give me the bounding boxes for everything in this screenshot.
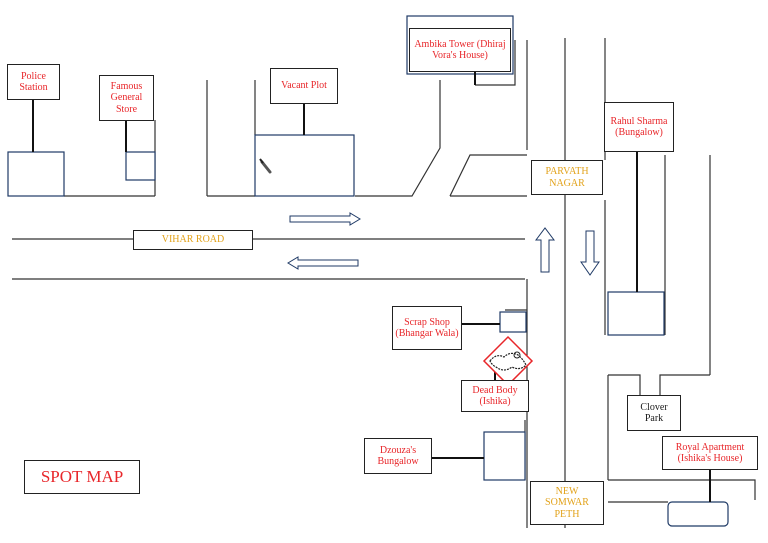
dead-body-icon [482, 335, 534, 387]
new-somwar-peth-label: NEW SOMWAR PETH [530, 481, 604, 525]
arrow-icon-south [580, 230, 600, 276]
scrap-shop-label: Scrap Shop (Bhangar Wala) [392, 306, 462, 350]
clover-park-label: Clover Park [627, 395, 681, 431]
vacant-plot-label: Vacant Plot [270, 68, 338, 104]
vihar-road-label: VIHAR ROAD [133, 230, 253, 250]
traffic-arrows [287, 212, 600, 276]
tower-compound [475, 40, 516, 86]
bottom-lane [608, 479, 756, 500]
famous-store-label: Famous General Store [99, 75, 154, 121]
rahul-sharma-label: Rahul Sharma (Bungalow) [604, 102, 674, 152]
police-station-label: Police Station [7, 64, 60, 100]
dzouza-bungalow-building [483, 431, 526, 481]
parvath-block-slant [449, 154, 527, 197]
spot-map-title: SPOT MAP [24, 460, 140, 494]
tower-lane [355, 80, 441, 197]
royal-apartment-building [667, 501, 729, 527]
dzouza-bungalow-label: Dzouza's Bungalow [364, 438, 432, 474]
dead-body-label: Dead Body (Ishika) [461, 380, 529, 412]
store-building [125, 151, 156, 181]
vacant-plot-area [254, 134, 355, 197]
connectors [32, 72, 711, 502]
scrap-shop-building [499, 311, 527, 333]
arrow-icon-east [289, 212, 361, 226]
arrow-icon-west [287, 256, 359, 270]
rahul-bungalow-building [607, 291, 665, 336]
arrow-icon-north [535, 227, 555, 273]
roads [12, 38, 756, 528]
police-station-building [7, 151, 65, 197]
lane-corner [659, 374, 710, 395]
lane-corner-left [608, 374, 641, 395]
knife-icon [259, 158, 272, 174]
parvath-nagar-label: PARVATH NAGAR [531, 160, 603, 195]
ambika-tower-label: Ambika Tower (Dhiraj Vora's House) [409, 28, 511, 72]
royal-apartment-label: Royal Apartment (Ishika's House) [662, 436, 758, 470]
